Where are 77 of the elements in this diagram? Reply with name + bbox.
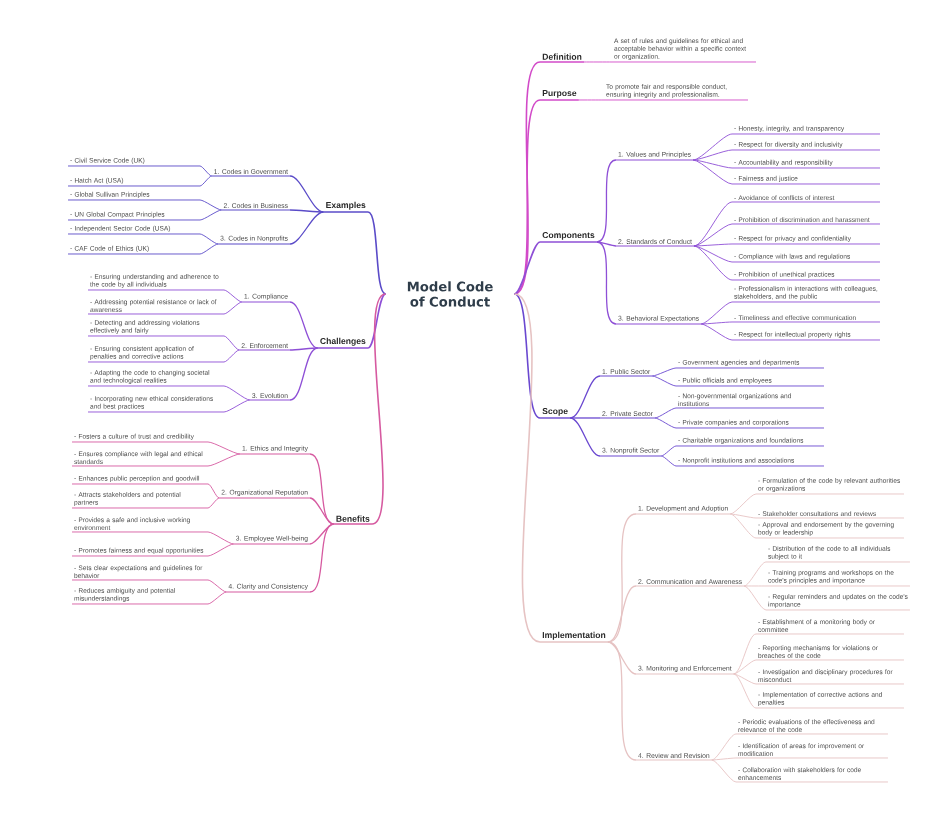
branch-line	[289, 347, 319, 401]
branch-line	[309, 497, 335, 525]
branch-line	[289, 209, 325, 213]
branch-line	[711, 733, 737, 761]
branch-line	[607, 513, 637, 643]
branch-line	[733, 633, 757, 675]
branch-line	[223, 399, 251, 413]
branch-line	[729, 513, 757, 539]
branch-line	[607, 641, 637, 675]
branch-line	[700, 321, 733, 325]
branch-line	[733, 673, 757, 709]
branch-line	[693, 245, 733, 281]
branch-line	[309, 523, 335, 593]
branch-line	[289, 175, 325, 213]
branch-line	[596, 241, 617, 325]
branch-line	[199, 165, 213, 177]
branch-line	[692, 159, 733, 169]
branch-line	[569, 417, 601, 457]
branch-line	[367, 293, 387, 349]
branch-line	[692, 133, 733, 161]
branch-line	[207, 531, 235, 545]
branch-line	[199, 199, 222, 211]
branch-line	[207, 483, 220, 499]
branch-line	[513, 293, 541, 419]
branch-line	[207, 543, 235, 557]
branch-line	[700, 323, 733, 341]
branch-line	[660, 445, 677, 457]
branch-line	[729, 493, 757, 515]
branch-line	[207, 579, 227, 593]
branch-line	[607, 641, 637, 761]
branch-line	[651, 367, 677, 377]
branch-line	[692, 159, 733, 185]
branch-line	[199, 243, 219, 255]
branch-line	[733, 673, 757, 685]
branch-line	[289, 301, 319, 349]
branch-line	[651, 375, 677, 387]
branch-line	[596, 159, 617, 243]
branch-line	[733, 659, 757, 675]
branch-line	[693, 243, 733, 247]
branch-line	[743, 585, 767, 611]
branch-line	[207, 441, 241, 455]
branch-line	[660, 455, 677, 467]
branch-line	[711, 759, 737, 783]
branch-line	[569, 417, 601, 419]
branch-line	[596, 241, 617, 247]
branch-line	[743, 561, 767, 587]
branch-line	[583, 61, 613, 63]
branch-line	[199, 209, 222, 221]
branch-line	[700, 301, 733, 325]
branch-line	[289, 211, 325, 245]
branch-line	[607, 585, 637, 643]
branch-line	[289, 347, 319, 351]
branch-line	[207, 591, 227, 605]
branch-line	[199, 233, 219, 245]
branch-line	[693, 245, 733, 263]
branch-line	[513, 241, 541, 295]
branch-line	[223, 335, 240, 351]
branch-line	[223, 385, 251, 401]
branch-line	[578, 99, 605, 101]
branch-line	[367, 211, 387, 295]
branch-line	[711, 757, 737, 761]
branch-line	[223, 289, 243, 303]
branch-line	[371, 293, 387, 525]
branch-line	[729, 513, 757, 519]
branch-line	[207, 453, 241, 467]
branch-line	[207, 497, 220, 509]
branch-line	[693, 223, 733, 247]
branch-line	[223, 349, 240, 363]
branch-line	[513, 293, 541, 643]
branch-line	[223, 301, 243, 315]
branch-line	[693, 201, 733, 247]
branch-line	[692, 149, 733, 161]
branch-line	[513, 99, 541, 295]
branch-line	[569, 375, 601, 419]
branch-line	[654, 407, 677, 419]
branch-line	[199, 175, 213, 187]
branch-line	[654, 417, 677, 429]
